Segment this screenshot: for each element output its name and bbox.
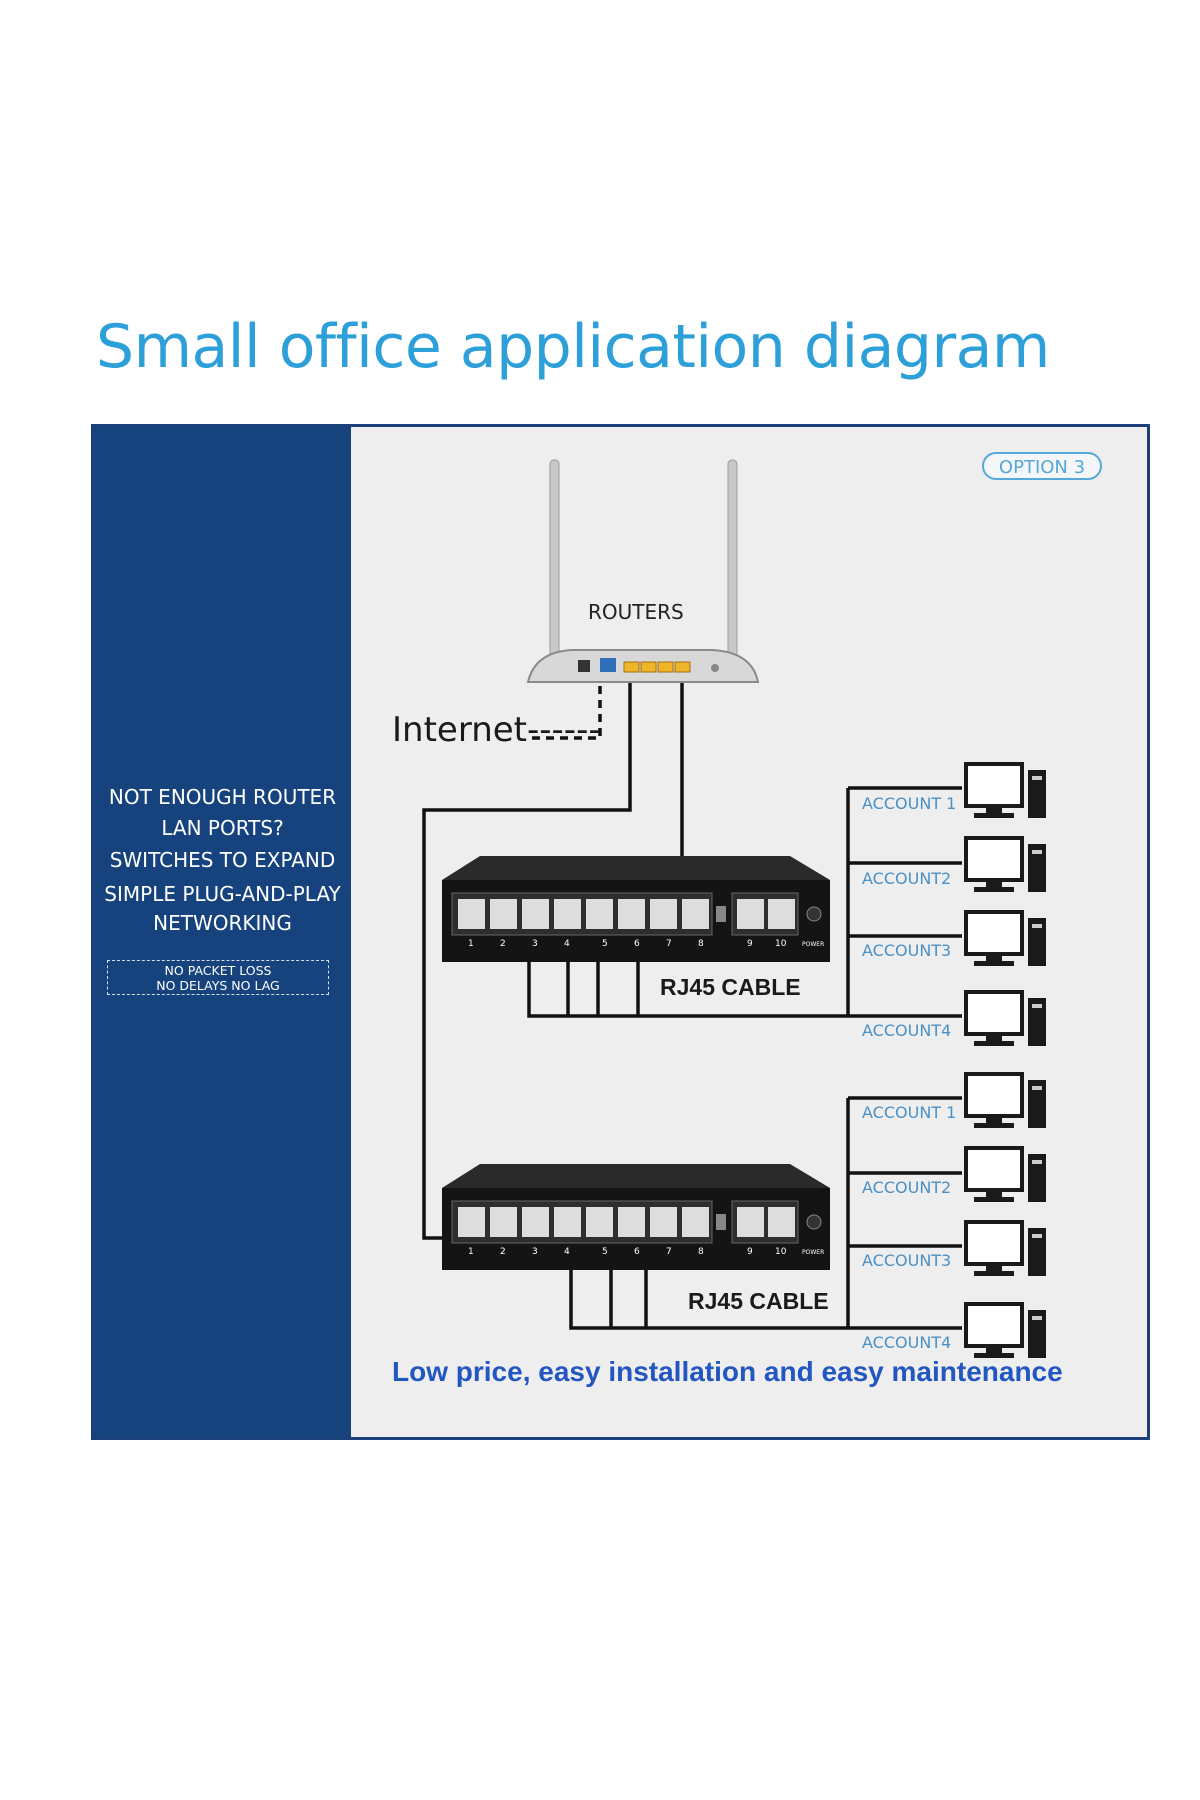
- switch-1-account-label: ACCOUNT3: [862, 941, 952, 960]
- computer-icons: [964, 762, 1046, 1358]
- switch-2-power-button: [806, 1214, 822, 1230]
- router-antenna-right: [727, 459, 738, 676]
- router-power-port: [578, 660, 590, 672]
- computer-icon: [964, 1146, 1046, 1202]
- switch-1-account-label: ACCOUNT 1: [862, 794, 957, 813]
- switch-2-port-num: 6: [634, 1247, 640, 1257]
- switch-2-account-bus: [846, 1096, 962, 1330]
- computer-icon: [964, 1072, 1046, 1128]
- switch-2-port-num: 5: [602, 1247, 608, 1257]
- router-lan-port-4: [674, 661, 691, 673]
- switch-1-port-num: 4: [564, 939, 570, 949]
- switch-1-lan-cables: [527, 962, 848, 1018]
- router-antenna-left: [549, 459, 560, 676]
- switch-1-top: [442, 856, 830, 880]
- switch-1-port-num: 3: [532, 939, 538, 949]
- switch-1-port-num: 8: [698, 939, 704, 949]
- delay-lag-text: NO DELAYS NO LAG: [156, 978, 280, 993]
- computer-icon: [964, 990, 1046, 1046]
- switch-2-port-num: 10: [775, 1247, 787, 1257]
- computer-icon: [964, 762, 1046, 818]
- switch-2-port-num: 1: [468, 1247, 474, 1257]
- computer-icon: [964, 836, 1046, 892]
- packet-loss-text: NO PACKET LOSS: [164, 963, 272, 978]
- switch-1-power-label: POWER: [802, 941, 824, 948]
- switch-2-port-num: 9: [747, 1247, 753, 1257]
- switch-1-power-button: [806, 906, 822, 922]
- diagram-frame: [91, 424, 1150, 1440]
- performance-box: NO PACKET LOSS NO DELAYS NO LAG: [107, 960, 329, 995]
- switch-1-port-num: 1: [468, 939, 474, 949]
- computer-icon: [964, 1220, 1046, 1276]
- computer-icon: [964, 910, 1046, 966]
- left-panel-line-1: NOT ENOUGH ROUTER: [108, 785, 337, 809]
- diagram-title: Small office application diagram: [96, 312, 1050, 382]
- switch-1-account-label: ACCOUNT4: [862, 1021, 952, 1040]
- switch-2-mode-switch: [716, 1214, 726, 1230]
- switch-2-port-num: 3: [532, 1247, 538, 1257]
- switch-1-ports: [458, 899, 795, 929]
- router-device: [526, 459, 760, 683]
- switch-1-port-num: 5: [602, 939, 608, 949]
- router-to-switch-2-cable: [422, 672, 632, 1240]
- switch-2-top: [442, 1164, 830, 1188]
- switch-1-account-label: ACCOUNT2: [862, 869, 952, 888]
- switch-1-device: 1 2 3 4 5 6 7 8 9 10 POWER: [442, 856, 830, 962]
- switch-2-account-label: ACCOUNT4: [862, 1333, 952, 1352]
- switch-2-port-num: 8: [698, 1247, 704, 1257]
- switch-2-power-label: POWER: [802, 1249, 824, 1256]
- network-cables: [422, 672, 962, 1330]
- switch-1-account-bus: [846, 786, 962, 1018]
- computer-icon: [964, 1302, 1046, 1358]
- left-panel-line-5: NETWORKING: [153, 911, 292, 935]
- router-wan-port: [600, 658, 616, 672]
- switch-1-cable-label: RJ45 CABLE: [660, 974, 801, 1000]
- router-lan-port-1: [623, 661, 640, 673]
- tagline: Low price, easy installation and easy ma…: [392, 1356, 1063, 1387]
- router-reset-button: [711, 664, 719, 672]
- left-panel-line-3: SWITCHES TO EXPAND: [109, 848, 336, 872]
- switch-1-port-num: 6: [634, 939, 640, 949]
- left-panel-line-2: LAN PORTS?: [161, 816, 284, 840]
- switch-2-account-label: ACCOUNT 1: [862, 1103, 957, 1122]
- left-info-panel: [94, 427, 351, 1437]
- router-lan-port-3: [657, 661, 674, 673]
- internet-label: Internet------: [392, 710, 601, 750]
- option-badge: OPTION 3: [982, 452, 1102, 480]
- left-panel-line-4: SIMPLE PLUG-AND-PLAY: [104, 882, 341, 906]
- switch-2-ports: [458, 1207, 795, 1237]
- switch-1-mode-switch: [716, 906, 726, 922]
- switch-1-port-num: 10: [775, 939, 787, 949]
- router-lan-port-2: [640, 661, 657, 673]
- switch-1-port-num: 2: [500, 939, 506, 949]
- switch-2-account-label: ACCOUNT3: [862, 1251, 952, 1270]
- switch-2-lan-cables: [569, 1270, 848, 1330]
- switch-2-cable-label: RJ45 CABLE: [688, 1288, 829, 1314]
- switch-2-port-num: 4: [564, 1247, 570, 1257]
- internet-cable: [530, 672, 602, 740]
- switch-2-account-label: ACCOUNT2: [862, 1178, 952, 1197]
- switch-2-port-num: 2: [500, 1247, 506, 1257]
- switch-2-port-num: 7: [666, 1247, 672, 1257]
- switch-2-device: 1 2 3 4 5 6 7 8 9 10 POWER: [442, 1164, 830, 1270]
- switch-1-port-num: 9: [747, 939, 753, 949]
- router-label: ROUTERS: [588, 600, 684, 624]
- switch-1-port-num: 7: [666, 939, 672, 949]
